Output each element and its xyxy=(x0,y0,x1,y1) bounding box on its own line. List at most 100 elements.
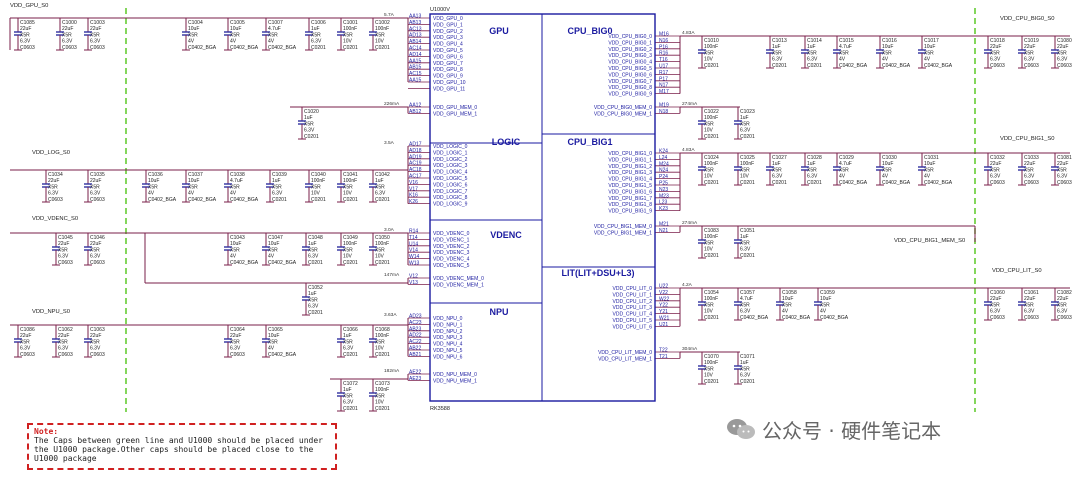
cap-label: C1051 xyxy=(740,228,755,234)
pin-ball: V12 xyxy=(409,274,418,280)
pin-ball: R16 xyxy=(659,51,668,57)
pin-ball: V13 xyxy=(409,280,418,286)
cap-label: C1058 xyxy=(782,290,797,296)
cap-label: C0603 xyxy=(90,45,105,51)
cap-label: C1060 xyxy=(990,290,1005,296)
section-npu: NPU xyxy=(489,307,508,317)
pin-net: VDD_LOGIC_9 xyxy=(433,202,468,208)
cap-label: C1065 xyxy=(268,327,283,333)
cap-label: X5R xyxy=(268,247,278,253)
cap-label: X5R xyxy=(782,302,792,308)
cap-label: 22uF xyxy=(20,333,31,339)
cap-label: X5R xyxy=(311,32,321,38)
cap-label: C0201 xyxy=(704,315,719,321)
cap-label: C0402_BGA xyxy=(782,315,811,321)
cap-label: 4.7uF xyxy=(740,296,753,302)
pin-ball: AD19 xyxy=(409,154,422,160)
cap-label: 6.3V xyxy=(740,128,751,134)
cap-label: C0603 xyxy=(62,45,77,51)
cap-label: 1uF xyxy=(740,115,749,121)
cap-label: 6.3V xyxy=(990,57,1001,63)
cap-label: 6.3V xyxy=(1024,57,1035,63)
cap-label: C0603 xyxy=(1057,63,1072,69)
cap-label: C0402_BGA xyxy=(924,63,953,69)
pin-ball: P24 xyxy=(659,174,668,180)
pin-net: VDD_GPU_5 xyxy=(433,48,463,54)
cap-label: C0201 xyxy=(704,379,719,385)
cap-label: 6.3V xyxy=(48,191,59,197)
pin-net: VDD_CPU_BIG1_1 xyxy=(608,157,652,163)
pin-ball: M17 xyxy=(659,89,669,95)
pin-net: VDD_CPU_BIG1_5 xyxy=(608,183,652,189)
cap-label: C1000 xyxy=(62,20,77,26)
cap-label: C0201 xyxy=(807,180,822,186)
cap-label: 22uF xyxy=(990,161,1001,167)
pin-ball: AE23 xyxy=(409,376,421,382)
cap-label: C0201 xyxy=(272,197,287,203)
cap-label: 1uF xyxy=(311,26,320,32)
cap-label: 4V xyxy=(820,309,827,315)
cap-label: 22uF xyxy=(230,333,241,339)
cap-label: 10V xyxy=(375,254,385,260)
section-lit-lit-dsu-l3-: LIT(LIT+DSU+L3) xyxy=(561,268,634,278)
cap-label: 4V xyxy=(924,57,931,63)
pin-ball: U21 xyxy=(659,322,668,328)
cap-label: 10uF xyxy=(188,178,199,184)
pin-ball: U22 xyxy=(659,284,668,290)
cap-label: C1059 xyxy=(820,290,835,296)
cap-label: 100nF xyxy=(375,333,389,339)
cap-label: C0201 xyxy=(740,180,755,186)
pin-ball: P25 xyxy=(659,181,668,187)
pin-net: VDD_LOGIC_1 xyxy=(433,150,468,156)
cap-label: 1uF xyxy=(740,360,749,366)
cap-label: C0402_BGA xyxy=(230,197,259,203)
cap-label: X5R xyxy=(343,32,353,38)
pin-ball: AB13 xyxy=(409,20,421,26)
pin-current: 3.0A xyxy=(384,227,395,233)
cap-label: C1061 xyxy=(1024,290,1039,296)
pin-net: VDD_LOGIC_0 xyxy=(433,144,468,150)
cap-label: 6.3V xyxy=(311,39,322,45)
pin-ball: W22 xyxy=(659,296,670,302)
cap-label: 1uF xyxy=(772,44,781,50)
cap-label: C0603 xyxy=(1024,315,1039,321)
pin-net: VDD_LOGIC_7 xyxy=(433,189,468,195)
cap-label: C1062 xyxy=(58,327,73,333)
cap-label: C0201 xyxy=(343,406,358,412)
cap-label: C1040 xyxy=(311,172,326,178)
pin-ball: AC17 xyxy=(409,174,422,180)
cap-label: 100nF xyxy=(704,115,718,121)
cap-label: C0201 xyxy=(704,180,719,186)
cap-label: 6.3V xyxy=(20,39,31,45)
pin-ball: T21 xyxy=(659,354,668,360)
cap-label: C0603 xyxy=(90,352,105,358)
cap-label: C0402_BGA xyxy=(268,45,297,51)
pin-ball: N17 xyxy=(659,83,668,89)
pin-net: VDD_NPU_MEM_1 xyxy=(433,378,477,384)
cap-label: 4V xyxy=(839,174,846,180)
pin-net: VDD_LOGIC_6 xyxy=(433,182,468,188)
cap-label: 22uF xyxy=(990,296,1001,302)
pin-ball: AA15 xyxy=(409,78,421,84)
pin-ball: K16 xyxy=(409,193,418,199)
cap-label: X5R xyxy=(230,339,240,345)
cap-label: 10V xyxy=(704,57,714,63)
cap-label: 6.3V xyxy=(1057,174,1068,180)
pin-net: VDD_CPU_BIG0_8 xyxy=(608,85,652,91)
pin-net: VDD_CPU_LIT_0 xyxy=(613,286,653,292)
cap-label: C1050 xyxy=(375,235,390,241)
cap-label: C0201 xyxy=(740,253,755,259)
